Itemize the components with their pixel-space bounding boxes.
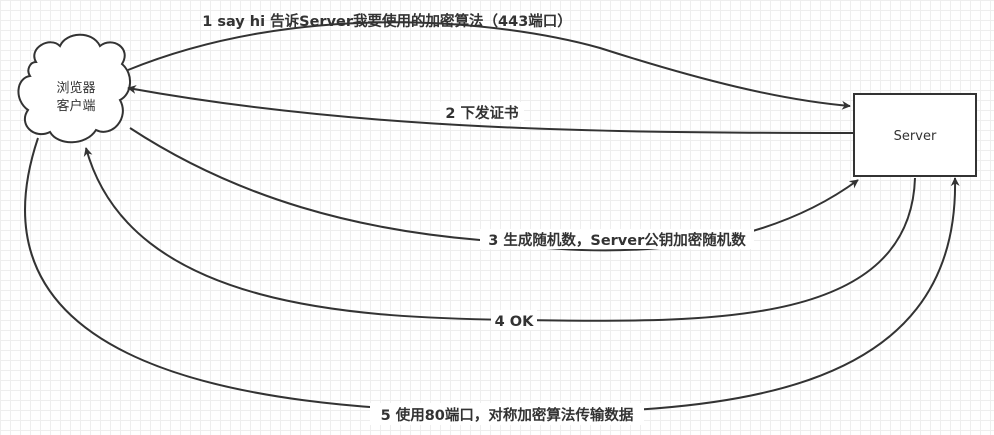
client-label-line1: 浏览器 — [56, 80, 95, 96]
edge-label-step5-text: 5 使用80端口，对称加密算法传输数据 — [381, 406, 634, 424]
client-cloud-node[interactable]: 浏览器 客户端 — [17, 33, 131, 144]
edge-label-step2-text: 2 下发证书 — [445, 104, 519, 122]
server-box — [853, 93, 977, 177]
edge-step1[interactable] — [127, 21, 851, 110]
cloud-shape — [17, 33, 131, 144]
edge-label-step3-text: 3 生成随机数，Server公钥加密随机数 — [488, 231, 746, 249]
edge-label-step1-text: 1 say hi 告诉Server我要使用的加密算法（443端口） — [202, 12, 572, 30]
edge-label-step5: 5 使用80端口，对称加密算法传输数据 — [370, 403, 644, 425]
server-label: Server — [894, 129, 937, 144]
edge-label-step3: 3 生成随机数，Server公钥加密随机数 — [480, 229, 754, 249]
edge-step5[interactable] — [24, 137, 960, 414]
server-node[interactable]: Server — [853, 93, 977, 177]
client-label-line2: 客户端 — [56, 98, 95, 114]
edge-label-step4: 4 OK — [491, 310, 537, 330]
edge-label-step2: 2 下发证书 — [440, 102, 524, 122]
edge-step2[interactable] — [127, 85, 855, 134]
edge-label-step4-text: 4 OK — [495, 314, 534, 330]
edge-label-step1: 1 say hi 告诉Server我要使用的加密算法（443端口） — [202, 12, 572, 30]
